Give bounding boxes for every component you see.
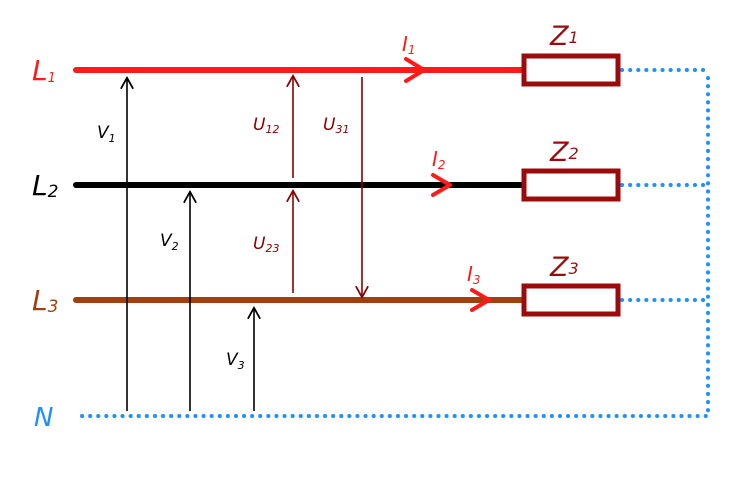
current-arrow-i2 bbox=[431, 173, 452, 197]
current-arrow-i3 bbox=[470, 288, 491, 312]
label-z2: Z2 bbox=[549, 137, 579, 168]
load-z2 bbox=[521, 168, 621, 202]
label-z1: Z1 bbox=[549, 21, 579, 52]
current-arrow-i1 bbox=[404, 57, 426, 83]
label-i2: I2 bbox=[432, 147, 446, 172]
label-n: N bbox=[34, 403, 53, 433]
label-i1: I1 bbox=[402, 32, 416, 57]
label-l1: L1 bbox=[32, 54, 56, 87]
label-v3: V3 bbox=[226, 350, 245, 372]
load-z1 bbox=[521, 53, 621, 87]
label-l3: L3 bbox=[32, 284, 58, 317]
label-u12: U12 bbox=[253, 115, 279, 136]
neutral-line bbox=[80, 68, 710, 418]
label-l2: L2 bbox=[32, 169, 58, 202]
label-u31: U31 bbox=[323, 115, 349, 136]
label-i3: I3 bbox=[467, 262, 481, 287]
load-z3 bbox=[521, 283, 621, 317]
label-z3: Z3 bbox=[549, 252, 579, 283]
label-v1: V1 bbox=[97, 123, 116, 145]
label-v2: V2 bbox=[160, 231, 179, 253]
label-u23: U23 bbox=[253, 234, 279, 255]
